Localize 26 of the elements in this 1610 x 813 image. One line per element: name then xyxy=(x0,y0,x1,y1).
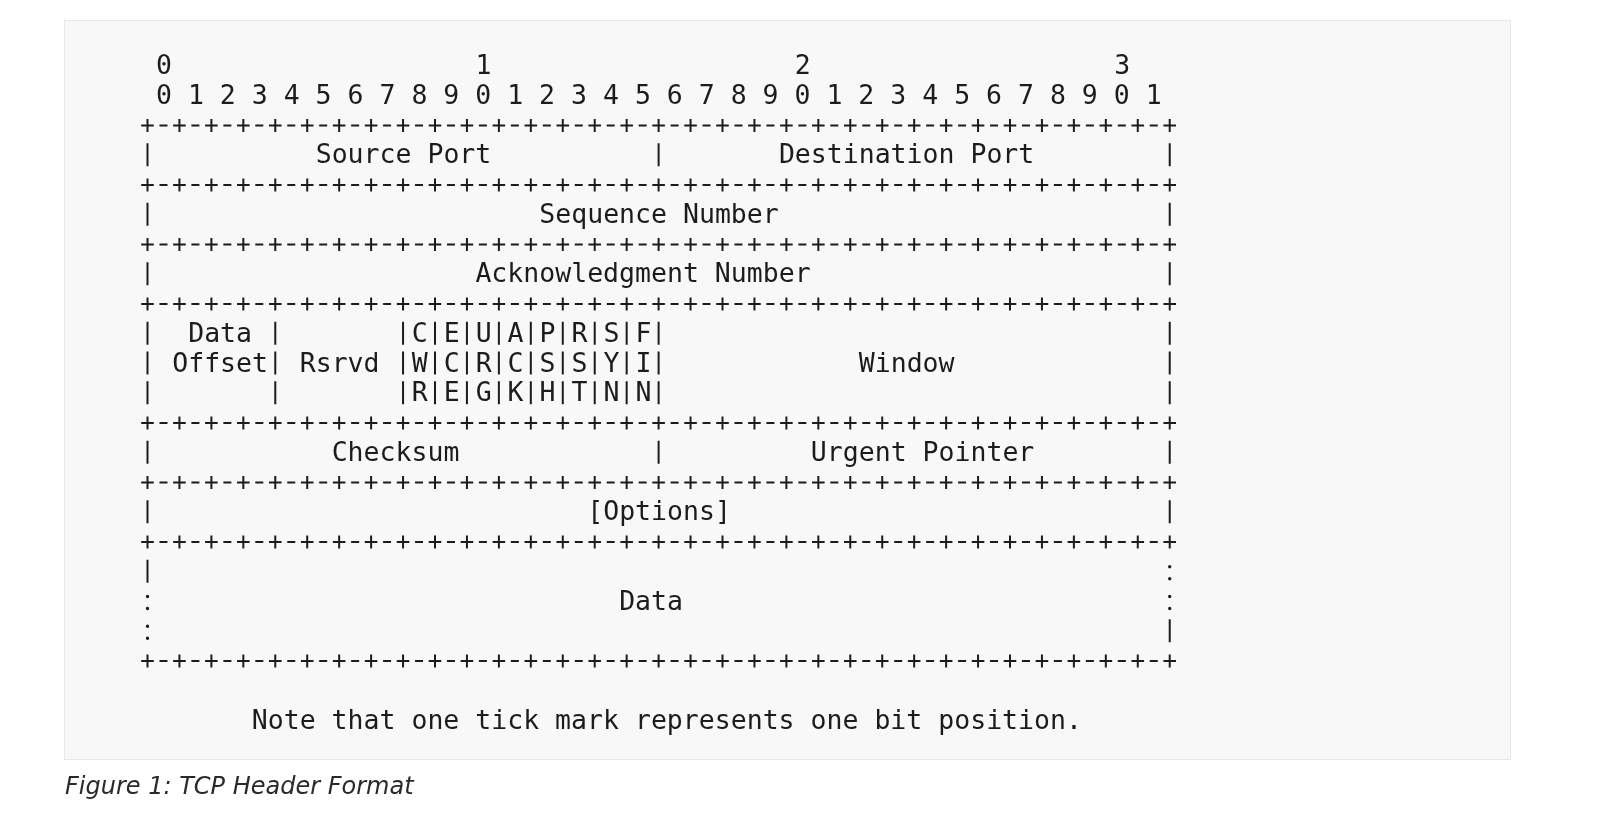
field-name: Data xyxy=(619,585,683,616)
bit-position-digits: 0 1 2 3 4 5 6 7 8 9 0 1 2 3 4 5 6 7 8 9 0 1 2 3 4 5 6 7 8 9 0 1 xyxy=(155,79,1162,110)
bit-decade-digit: 3 xyxy=(1114,50,1131,80)
flag-name: R S T xyxy=(571,317,588,408)
field-name: Rsrvd xyxy=(299,347,380,378)
flag-name: P S H xyxy=(539,317,556,408)
bit-decade-digit: 2 xyxy=(794,50,811,80)
field-name: Checksum xyxy=(331,436,460,467)
bit-decade-digit: 0 xyxy=(155,50,172,80)
field-name: Destination Port xyxy=(778,139,1035,170)
field-name: Window xyxy=(858,347,955,378)
flag-name: S Y N xyxy=(603,317,620,408)
field-name: Source Port xyxy=(315,139,492,170)
flag-name: U R G xyxy=(475,317,492,408)
bit-decade-digit: 1 xyxy=(475,50,492,80)
flag-name: C W R xyxy=(411,317,428,408)
field-name: Urgent Pointer xyxy=(810,436,1035,467)
flag-name: A C K xyxy=(507,317,524,408)
field-name: Sequence Number xyxy=(539,198,779,229)
field-name: Data Offset xyxy=(171,317,269,378)
figure-caption: Figure 1: TCP Header Format xyxy=(65,772,414,801)
field-name: [Options] xyxy=(587,496,731,527)
field-name: Acknowledgment Number xyxy=(475,258,811,289)
flag-name: E C E xyxy=(443,317,460,408)
footnote-text: Note that one tick mark represents one bit position. xyxy=(251,704,1082,735)
flag-name: F I N xyxy=(635,317,652,408)
